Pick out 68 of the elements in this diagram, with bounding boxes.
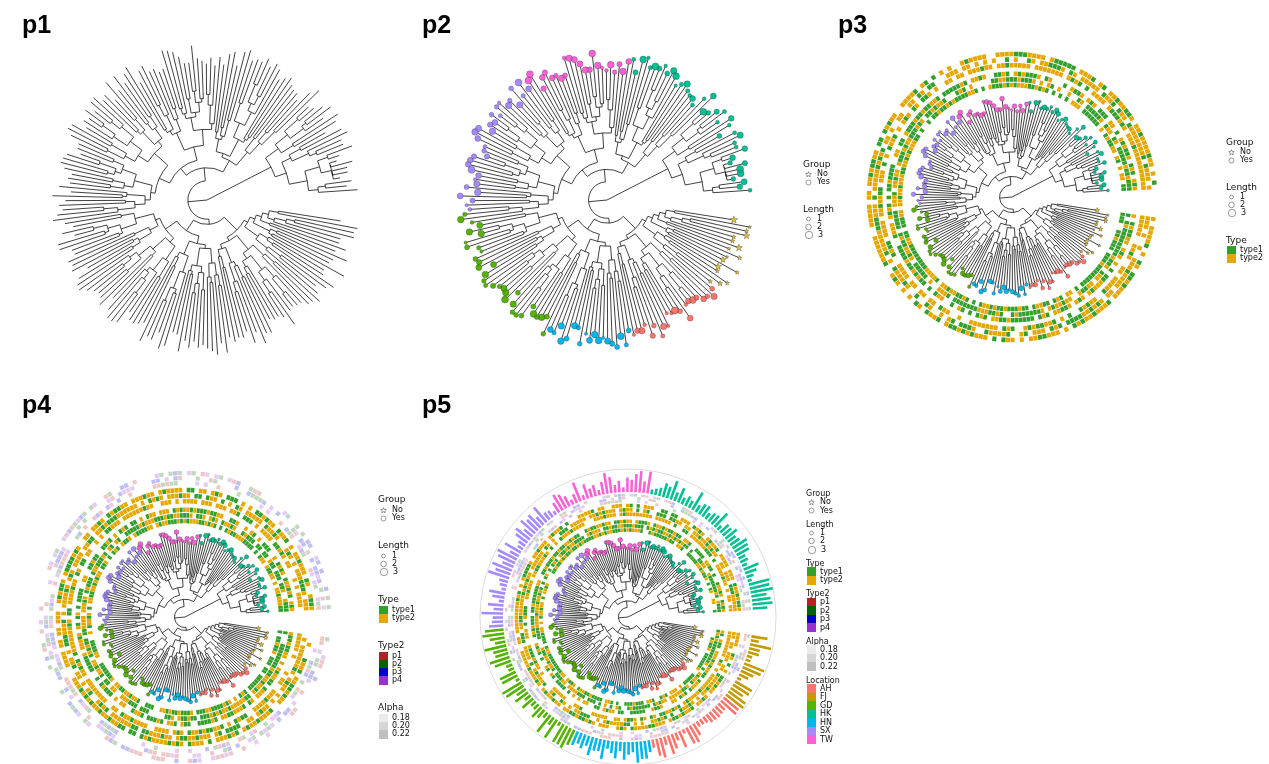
- legend-title: Length: [806, 520, 834, 529]
- legend-label: AH: [820, 684, 832, 693]
- legend-label: Yes: [1240, 156, 1253, 164]
- legend-label: 1: [392, 552, 398, 560]
- legend-label: p2: [392, 660, 403, 668]
- legend-label: 2: [820, 537, 826, 546]
- legend-label: Yes: [392, 514, 405, 522]
- panel-title: p5: [422, 392, 452, 417]
- legend-label: p4: [392, 676, 403, 684]
- legend-label: 3: [1241, 209, 1247, 217]
- legend-label: p1: [392, 652, 403, 660]
- panel-title: p4: [22, 392, 52, 417]
- legend-label: 0.20: [392, 722, 410, 730]
- legend-label: 2: [392, 560, 398, 568]
- legend-label: type2: [820, 576, 843, 585]
- legend-label: No: [1240, 148, 1251, 156]
- legend-title: Location: [806, 676, 840, 685]
- legend-title: Length: [1226, 183, 1258, 192]
- legend-label: 1: [1240, 193, 1246, 201]
- legend-label: HN: [820, 718, 832, 727]
- legend-label: type2: [1240, 254, 1263, 262]
- legend-label: GD: [820, 701, 833, 710]
- legend-title: Alpha: [806, 637, 829, 646]
- legend-label: 3: [821, 545, 827, 554]
- legend-label: 0.18: [820, 645, 838, 654]
- legend-label: p1: [820, 598, 831, 607]
- legend-title: Group: [806, 490, 831, 498]
- legend-label: type1: [392, 606, 415, 614]
- legend-label: HK: [820, 710, 832, 719]
- legend-title: Group: [1226, 138, 1254, 147]
- legend-label: 2: [1240, 201, 1246, 209]
- panel-title: p2: [422, 12, 452, 37]
- legend-title: Length: [378, 541, 410, 550]
- legend-label: 0.22: [820, 662, 838, 671]
- legend-label: No: [392, 506, 403, 514]
- legend-title: Type: [378, 595, 399, 604]
- legend-label: 3: [393, 568, 399, 576]
- legend-label: TW: [820, 735, 833, 744]
- legend-label: Yes: [817, 178, 830, 186]
- legend-label: type2: [392, 614, 415, 622]
- legend-label: p2: [820, 606, 831, 615]
- legend-label: p3: [820, 615, 831, 624]
- legend-title: Type2: [378, 641, 405, 650]
- legend-label: type1: [1240, 246, 1263, 254]
- legend-title: Type2: [806, 590, 830, 598]
- legend-label: Yes: [820, 506, 833, 515]
- legend-label: p3: [392, 668, 403, 676]
- panel-title: p1: [22, 12, 52, 37]
- panel-title: p3: [838, 12, 868, 37]
- legend-title: Group: [378, 495, 406, 504]
- legend-title: Group: [803, 160, 831, 169]
- legend-label: p4: [820, 623, 831, 632]
- legend-title: Alpha: [378, 703, 404, 712]
- legend-title: Type: [806, 559, 825, 568]
- legend-label: No: [820, 498, 831, 507]
- legend-label: 2: [817, 223, 823, 231]
- legend-label: 0.22: [392, 730, 410, 738]
- legend-title: Type: [1226, 236, 1247, 245]
- legend-label: No: [817, 170, 828, 178]
- legend-label: 3: [818, 231, 824, 239]
- legend-title: Length: [803, 205, 835, 214]
- legend-label: type1: [820, 567, 843, 576]
- legend-label: SX: [820, 727, 831, 736]
- legend-label: 1: [820, 528, 826, 537]
- legend-label: 0.18: [392, 714, 410, 722]
- legend-label: 0.20: [820, 654, 838, 663]
- legend-label: 1: [817, 215, 823, 223]
- legend-label: FJ: [820, 693, 827, 702]
